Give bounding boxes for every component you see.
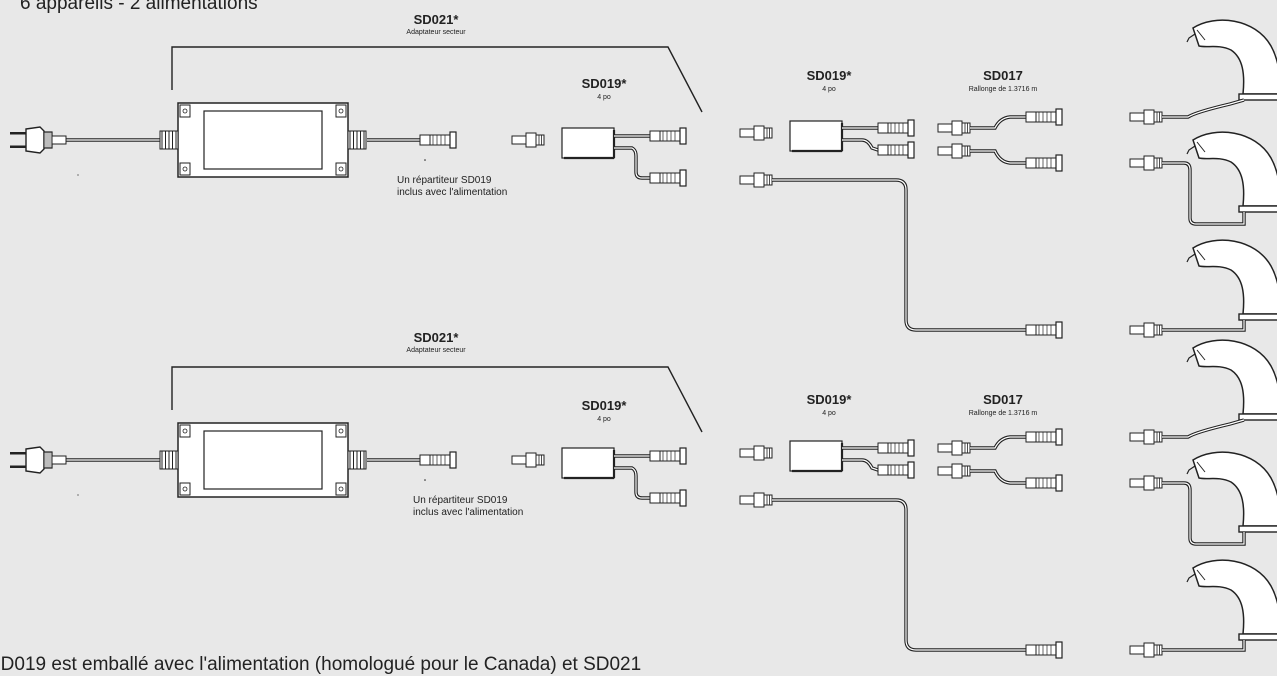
connector-icon xyxy=(1129,429,1163,445)
footer-note: SD019 est emballé avec l'alimentation (h… xyxy=(0,654,642,675)
splitter-a-code: SD019* xyxy=(581,76,627,91)
cable xyxy=(614,146,650,180)
splitter-icon xyxy=(789,440,844,473)
note-line-1: Un répartiteur SD019 xyxy=(413,495,508,506)
adapter-code: SD021* xyxy=(413,330,459,345)
connector-icon xyxy=(1025,641,1063,659)
connector-icon xyxy=(1129,155,1163,171)
faucet-icon xyxy=(1186,339,1277,421)
connector-icon xyxy=(1025,154,1063,172)
splitter-icon xyxy=(561,127,616,160)
connector-icon xyxy=(937,440,971,456)
connector-icon xyxy=(649,169,687,187)
connector-icon xyxy=(1129,109,1163,125)
connector-icon xyxy=(419,451,457,469)
splitter-icon xyxy=(561,447,616,480)
splitter-b-desc: 4 po xyxy=(822,410,836,417)
extension-desc: Rallonge de 1.3716 m xyxy=(968,410,1038,417)
connector-icon xyxy=(739,125,773,141)
splitter-a-code: SD019* xyxy=(581,398,627,413)
connector-icon xyxy=(937,463,971,479)
splitter-b-code: SD019* xyxy=(806,392,852,407)
connector-icon xyxy=(877,461,915,479)
faucet-icon xyxy=(1186,131,1277,213)
power-adapter-icon xyxy=(159,102,367,178)
connector-icon xyxy=(649,489,687,507)
connector-icon xyxy=(877,141,915,159)
splitter-a-desc: 4 po xyxy=(597,416,611,423)
cable xyxy=(1162,161,1246,226)
splitter-icon xyxy=(789,120,844,153)
power-plug-icon xyxy=(10,126,67,154)
page-title: 6 appareils - 2 alimentations xyxy=(20,0,258,14)
power-adapter-icon xyxy=(159,422,367,498)
connector-icon xyxy=(877,119,915,137)
faucet-icon xyxy=(1186,451,1277,533)
note-line-2: inclus avec l'alimentation xyxy=(413,507,524,518)
connector-icon xyxy=(419,131,457,149)
connector-icon xyxy=(739,172,773,188)
cable xyxy=(1162,320,1246,332)
power-plug-icon xyxy=(10,446,67,474)
adapter-desc: Adaptateur secteur xyxy=(406,347,466,354)
note-line-1: Un répartiteur SD019 xyxy=(397,175,492,186)
cable xyxy=(1162,481,1246,546)
extension-desc: Rallonge de 1.3716 m xyxy=(968,86,1038,93)
connector-icon xyxy=(1025,108,1063,126)
cable xyxy=(614,466,650,500)
faucet-icon xyxy=(1186,239,1277,321)
connector-icon xyxy=(877,439,915,457)
adapter-code: SD021* xyxy=(413,12,459,27)
extension-code: SD017 xyxy=(983,392,1023,407)
connector-icon xyxy=(1129,642,1163,658)
connector-icon xyxy=(511,452,545,468)
connector-icon xyxy=(1129,322,1163,338)
connector-icon xyxy=(649,127,687,145)
package-bracket xyxy=(171,46,703,113)
connector-icon xyxy=(1025,321,1063,339)
connector-icon xyxy=(511,132,545,148)
splitter-b-desc: 4 po xyxy=(822,86,836,93)
connector-icon xyxy=(739,492,773,508)
cable xyxy=(1162,418,1245,439)
connector-icon xyxy=(739,445,773,461)
connector-icon xyxy=(1129,475,1163,491)
faucet-icon xyxy=(1186,559,1277,641)
connector-icon xyxy=(1025,428,1063,446)
faucet-icon xyxy=(1186,19,1277,101)
splitter-b-code: SD019* xyxy=(806,68,852,83)
package-bracket xyxy=(171,366,703,433)
connector-icon xyxy=(1025,474,1063,492)
splitter-a-desc: 4 po xyxy=(597,94,611,101)
long-cable xyxy=(772,178,1026,332)
cable xyxy=(1162,640,1246,652)
note-line-2: inclus avec l'alimentation xyxy=(397,187,508,198)
adapter-desc: Adaptateur secteur xyxy=(406,29,466,36)
extension-code: SD017 xyxy=(983,68,1023,83)
connector-icon xyxy=(649,447,687,465)
connector-icon xyxy=(937,120,971,136)
cable xyxy=(1162,98,1245,119)
connector-icon xyxy=(937,143,971,159)
long-cable xyxy=(772,498,1026,652)
